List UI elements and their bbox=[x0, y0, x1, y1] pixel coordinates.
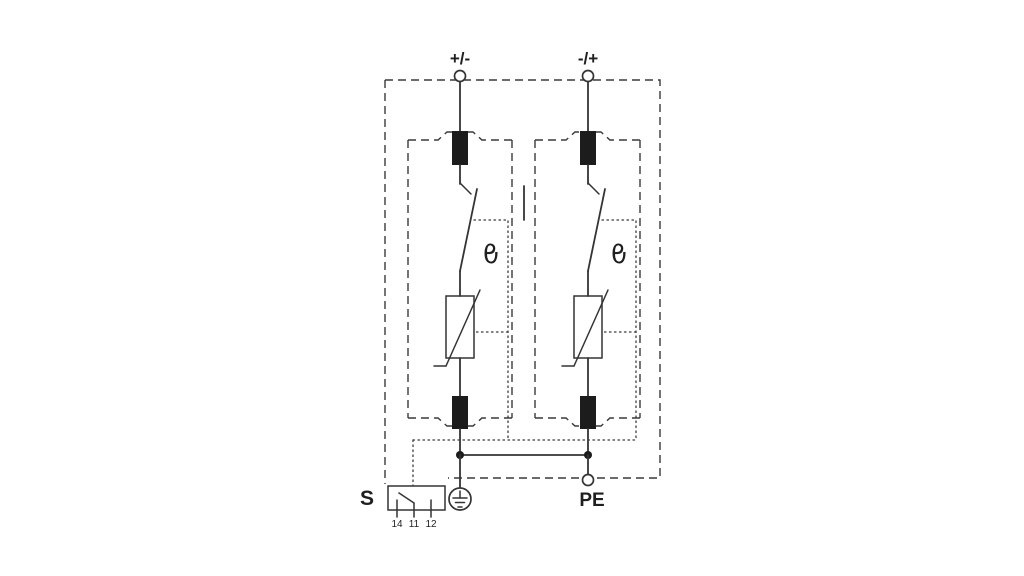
thermal-link-left: ϑ bbox=[473, 219, 509, 441]
varistor-left bbox=[433, 289, 481, 367]
theta-symbol-left: ϑ bbox=[483, 240, 499, 270]
bottom-network: PE bbox=[448, 451, 605, 511]
label-terminal-left: +/- bbox=[450, 49, 470, 68]
disconnect-switch-right bbox=[587, 182, 606, 272]
contact-box bbox=[387, 485, 446, 511]
contact-terminal-14: 14 bbox=[391, 519, 403, 530]
thermal-disconnector-top-left bbox=[452, 131, 468, 165]
earth-ground-symbol bbox=[448, 487, 472, 511]
right-branch: -/+ ϑ bbox=[561, 49, 637, 456]
outer-enclosure-boundary bbox=[384, 79, 661, 484]
thermal-disconnector-top-right bbox=[580, 131, 596, 165]
theta-symbol-right: ϑ bbox=[611, 240, 627, 270]
thermal-link-right: ϑ bbox=[601, 219, 637, 441]
label-terminal-right: -/+ bbox=[578, 49, 598, 68]
disconnect-switch-left bbox=[459, 182, 478, 272]
thermal-disconnector-bottom-left bbox=[452, 396, 468, 429]
left-branch: +/- ϑ bbox=[433, 49, 509, 456]
terminal-top-left bbox=[453, 69, 467, 83]
right-module-boundary bbox=[534, 131, 641, 427]
label-remote-contact: S bbox=[360, 487, 374, 510]
contact-terminal-12: 12 bbox=[425, 519, 437, 530]
label-pe: PE bbox=[579, 490, 604, 511]
terminal-top-right bbox=[581, 69, 595, 83]
terminal-pe bbox=[581, 473, 595, 487]
thermal-disconnector-bottom-right bbox=[580, 396, 596, 429]
varistor-right bbox=[561, 289, 609, 367]
remote-contact-block: S 14 11 12 bbox=[360, 439, 637, 530]
contact-terminal-11: 11 bbox=[409, 519, 420, 530]
left-module-boundary bbox=[407, 131, 513, 427]
